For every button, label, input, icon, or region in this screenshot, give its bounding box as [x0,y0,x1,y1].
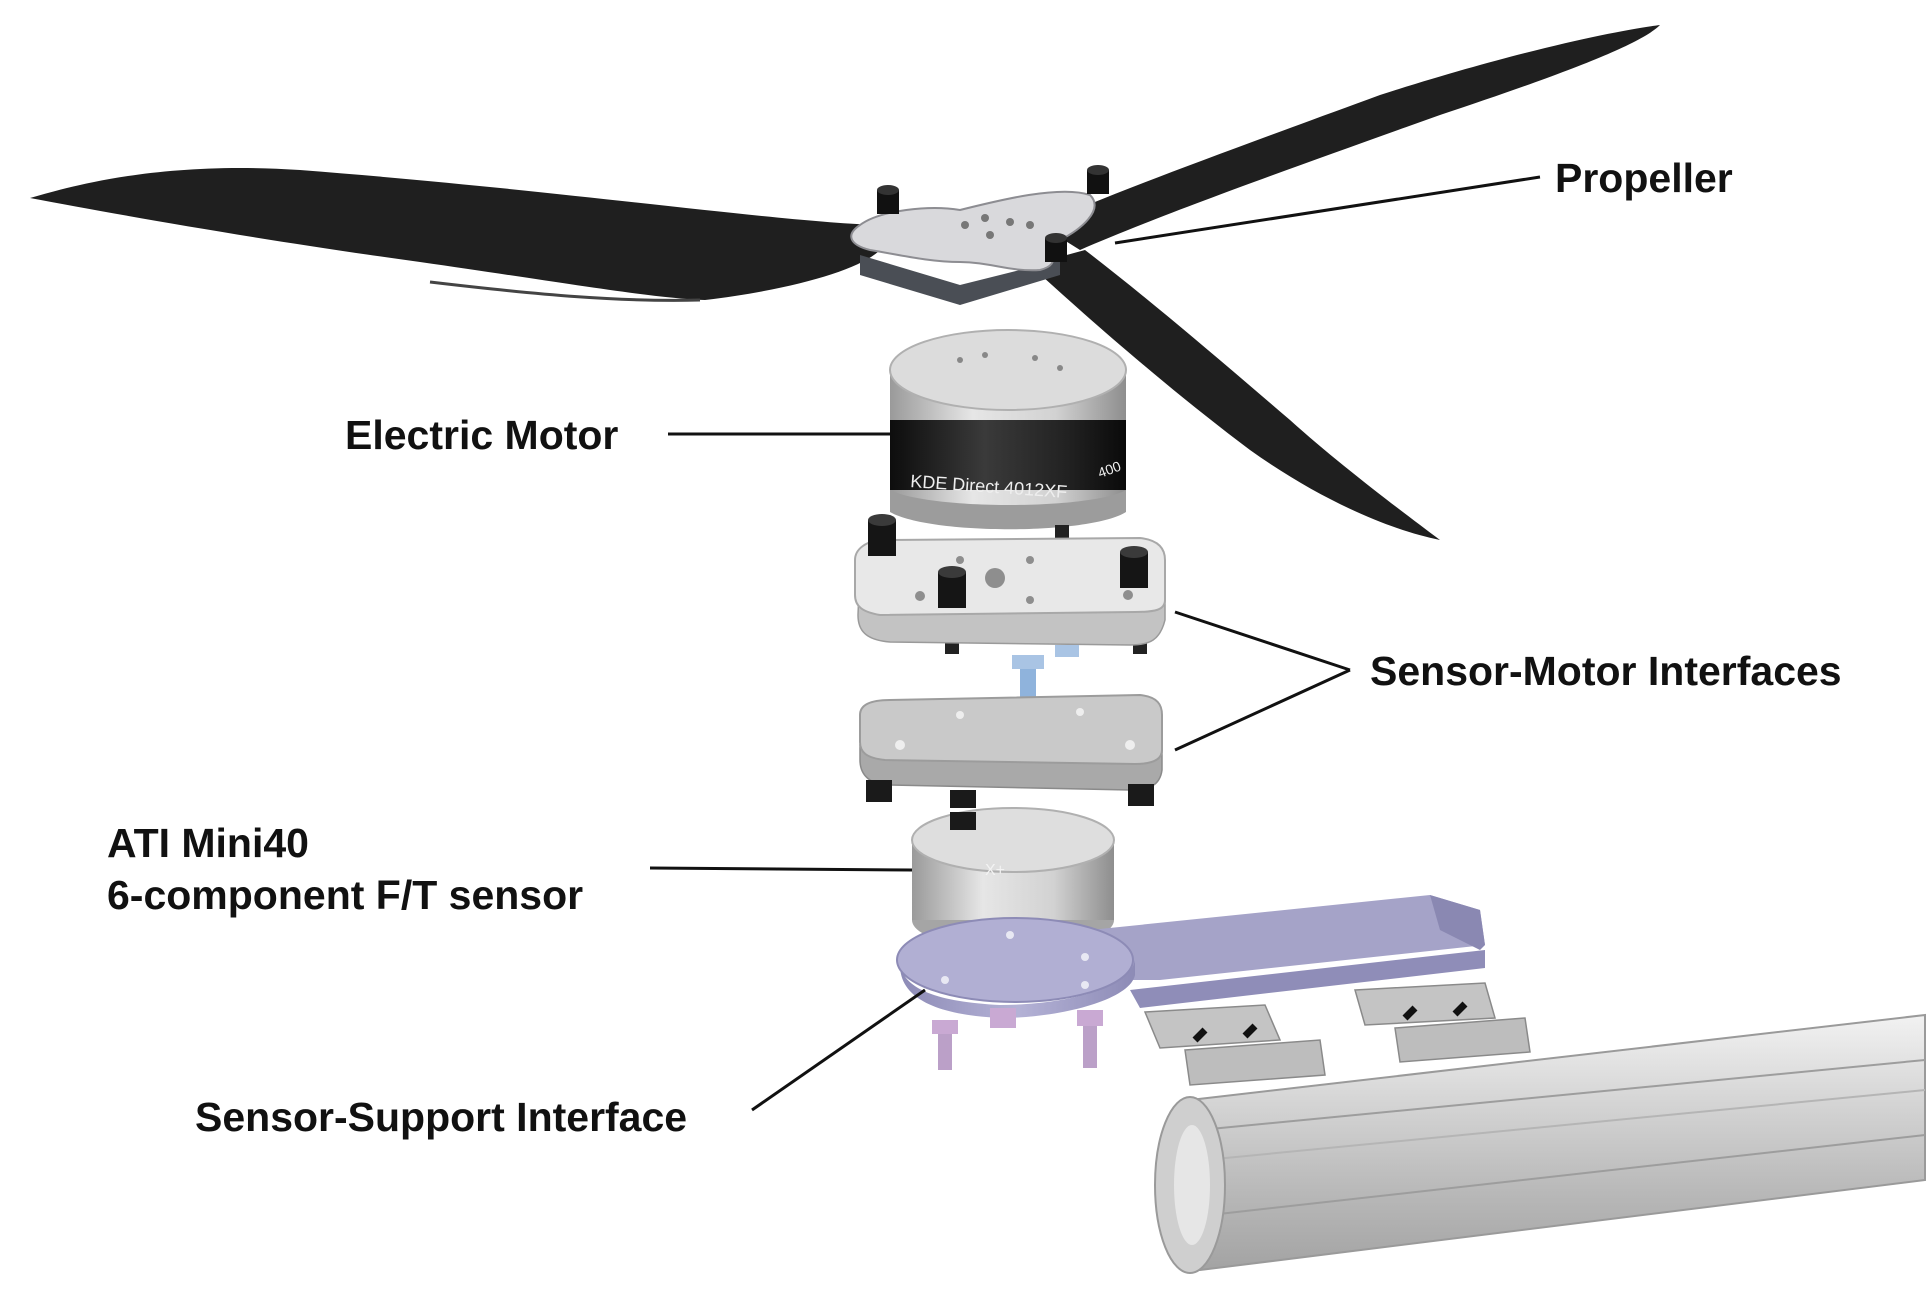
leader-sensor-motor-upper [1174,610,1351,672]
propeller-blade-right [1040,25,1660,250]
leader-lines [649,175,1541,1112]
leader-sensor [649,866,913,872]
propeller-blade-left [30,167,880,300]
ati-mini40-sensor: X+ [911,807,1115,950]
propeller-hub-base [860,255,1060,305]
rail-clamps [1143,982,1531,1086]
socket-bolt-black [868,514,1148,608]
support-disk [896,917,1134,1003]
electric-motor: KDE Direct 4012XF 400 [889,329,1127,530]
support-tube [1154,1013,1926,1274]
sensor-motor-interface-upper [854,514,1166,654]
support-arm [1090,895,1485,980]
sensor-motor-interface-lower [859,693,1163,808]
label-sensor-line2: 6-component F/T sensor [107,872,584,918]
leader-propeller [1114,175,1541,245]
motor-black-band [890,420,1126,490]
label-propeller: Propeller [1555,155,1733,201]
motor-top-cap [889,329,1127,411]
label-sensor-support-interface: Sensor-Support Interface [195,1094,688,1140]
sensor-support-interface [896,895,1485,1070]
motor-model-text-partial: 400 [1096,458,1124,481]
label-sensor-line1: ATI Mini40 [107,820,309,866]
lilac-screws [932,1008,1103,1070]
sensor-top-face [911,807,1115,873]
sensor-axis-mark: X+ [985,862,1005,879]
label-sensor-motor-interfaces: Sensor-Motor Interfaces [1370,648,1842,694]
leader-sensor-support [751,988,926,1112]
propeller [30,25,1660,540]
propeller-bolt [877,165,1109,262]
propeller-blade-down [1030,250,1440,540]
leader-sensor-motor-lower [1174,668,1351,752]
label-electric-motor: Electric Motor [345,412,619,458]
